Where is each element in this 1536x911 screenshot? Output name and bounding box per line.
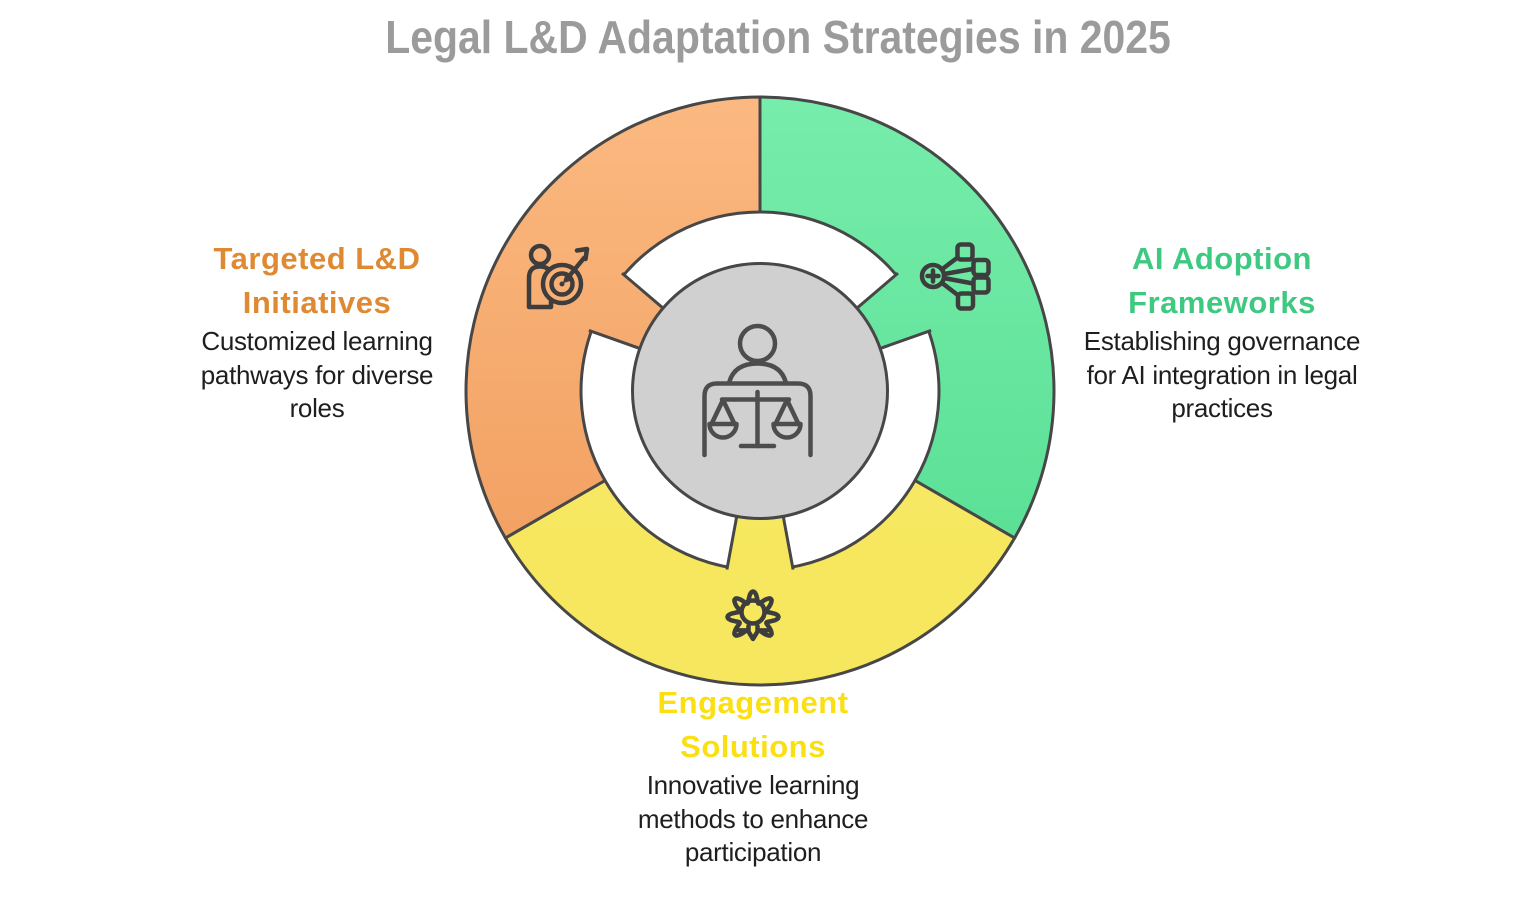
person-shoulders <box>726 361 789 386</box>
scales-right-strings <box>773 397 801 427</box>
target-inner-ring <box>549 271 575 297</box>
target-person-head <box>528 243 552 267</box>
segment-description-ai-adoption: Establishing governance for AI integrati… <box>1083 326 1361 423</box>
bulb-tip <box>746 623 760 642</box>
arrow-head <box>563 272 574 283</box>
arrow-fletching <box>574 246 590 262</box>
scales-right-pan <box>771 421 803 440</box>
segment-heading-engagement: Engagement Solutions <box>657 685 849 764</box>
scales-left-pan <box>707 421 739 440</box>
page-title: Legal L&D Adaptation Strategies in 2025 <box>385 11 1171 63</box>
segment-heading-targeted-ld: Targeted L&D Initiatives <box>213 241 421 320</box>
bulb-glass <box>739 598 767 626</box>
network-node-4 <box>955 291 976 311</box>
center-circle <box>631 262 889 520</box>
gear-lightbulb-icon <box>725 589 781 642</box>
label-targeted-ld: Targeted L&D Initiatives Customized lear… <box>147 237 487 426</box>
gear-outline <box>725 589 781 638</box>
bridge-yellow <box>726 514 794 573</box>
network-node-1 <box>955 242 975 262</box>
segment-description-engagement: Innovative learning methods to enhance p… <box>637 770 869 867</box>
lawyer-at-desk-with-scales-icon <box>702 323 813 458</box>
hub-plus-sign <box>925 268 941 284</box>
person-target-icon <box>526 243 590 310</box>
network-node-2 <box>971 257 991 278</box>
network-nodes-icon <box>919 242 991 311</box>
label-engagement: Engagement Solutions Innovative learning… <box>573 681 933 870</box>
bridge-green <box>855 273 932 349</box>
segment-heading-ai-adoption: AI Adoption Frameworks <box>1128 241 1316 320</box>
network-links <box>930 249 984 304</box>
scales-left-strings <box>709 397 737 427</box>
bridge-orange <box>588 273 665 349</box>
ring-group <box>464 95 1056 687</box>
person-head <box>737 323 778 364</box>
desk <box>702 381 813 458</box>
donut-segment-green <box>758 95 1056 541</box>
donut-segment-orange <box>464 95 762 541</box>
segment-description-targeted-ld: Customized learning pathways for diverse… <box>200 326 434 423</box>
bridge-edges <box>588 271 932 570</box>
network-node-3 <box>971 275 991 295</box>
donut-segment-yellow <box>503 478 1017 687</box>
label-ai-adoption: AI Adoption Frameworks Establishing gove… <box>1040 237 1404 426</box>
